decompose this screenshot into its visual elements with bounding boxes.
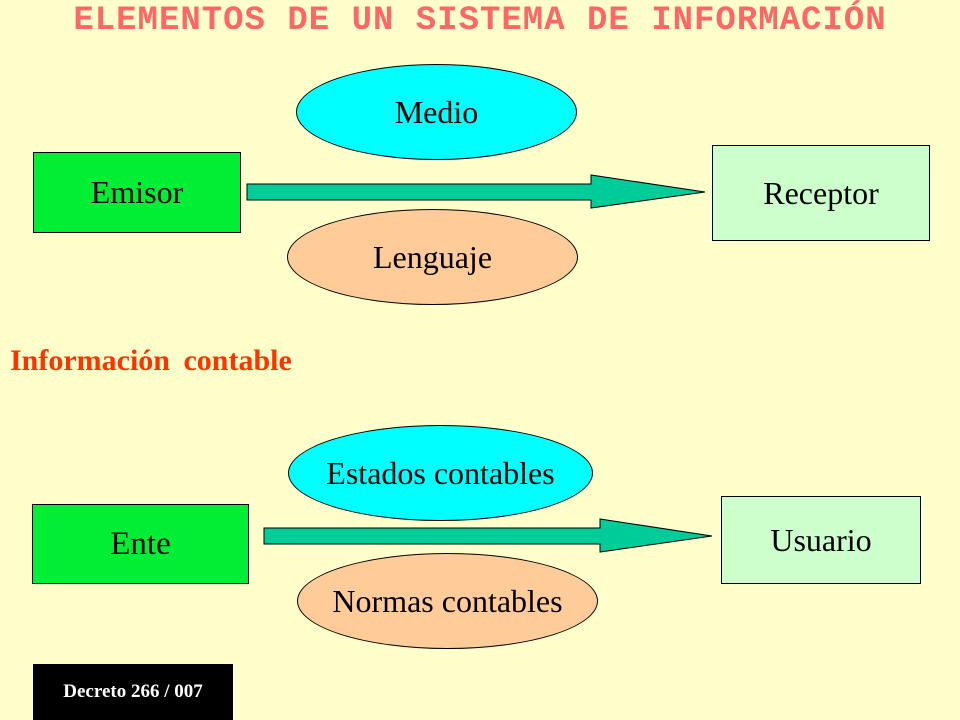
flow-arrow-accounting (263, 518, 713, 553)
receiver-box: Receptor (712, 145, 930, 241)
entity-box: Ente (32, 504, 249, 584)
page-title: ELEMENTOS DE UN SISTEMA DE INFORMACIÓN (73, 2, 887, 40)
sender-box: Emisor (33, 152, 241, 233)
medium-ellipse: Medio (296, 64, 577, 160)
decree-label: Decreto 266 / 007 (33, 664, 233, 720)
accounting-standards-ellipse: Normas contables (297, 553, 598, 649)
user-box: Usuario (721, 496, 921, 584)
language-ellipse: Lenguaje (287, 209, 578, 305)
flow-arrow-general (246, 174, 706, 209)
section-subtitle: Información contable (10, 344, 292, 377)
accounting-medium-ellipse: Estados contables (288, 425, 593, 521)
